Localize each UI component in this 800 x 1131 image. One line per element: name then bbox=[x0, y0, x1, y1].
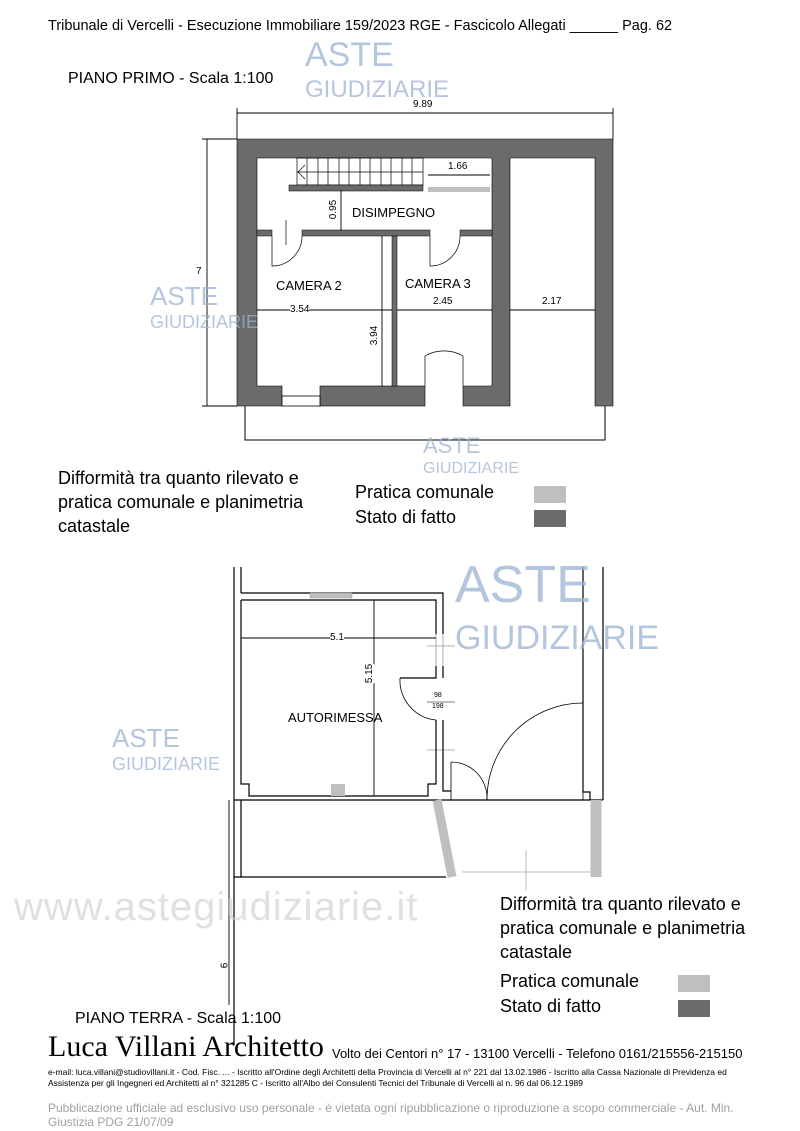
room-label-camera-2: CAMERA 2 bbox=[276, 278, 342, 293]
dim-landing: 1.66 bbox=[448, 161, 468, 172]
dim-side: 6 bbox=[219, 962, 231, 969]
discrepancy-note-ground: Difformità tra quanto rilevato e pratica… bbox=[500, 894, 746, 962]
legend-swatch-stato bbox=[678, 1000, 710, 1017]
legend-swatch-pratica bbox=[678, 975, 710, 992]
architect-signature: Luca Villani Architetto bbox=[48, 1030, 324, 1063]
door-height: 198 bbox=[432, 703, 444, 710]
dim-corridor: 0.95 bbox=[328, 199, 340, 220]
first-floor-plan bbox=[202, 108, 614, 441]
publication-notice: Pubblicazione ufficiale ad esclusivo uso… bbox=[48, 1101, 734, 1129]
dim-total-depth: 7 bbox=[196, 266, 202, 277]
dim-camera2-width: 3.54 bbox=[290, 304, 310, 315]
room-label-autorimessa: AUTORIMESSA bbox=[288, 710, 383, 725]
legend-label-stato: Stato di fatto bbox=[500, 996, 602, 1016]
dim-total-width: 9.89 bbox=[413, 99, 433, 110]
ground-floor-title: PIANO TERRA - Scala 1:100 bbox=[75, 1010, 282, 1027]
watermark-site: www.astegiudiziarie.it bbox=[14, 885, 419, 929]
room-label-disimpegno: DISIMPEGNO bbox=[352, 205, 436, 220]
legend-label-pratica: Pratica comunale bbox=[355, 482, 495, 502]
dim-garage-depth: 5.15 bbox=[364, 663, 376, 684]
architect-address: Volto dei Centori n° 17 - 13100 Vercelli… bbox=[332, 1046, 743, 1061]
page-header: Tribunale di Vercelli - Esecuzione Immob… bbox=[48, 18, 673, 34]
discrepancy-note-first: Difformità tra quanto rilevato e pratica… bbox=[58, 468, 304, 536]
legend-label-pratica: Pratica comunale bbox=[500, 971, 640, 991]
dim-camera3-width: 2.45 bbox=[433, 296, 453, 307]
legend-swatch-pratica bbox=[534, 486, 566, 503]
room-label-camera-3: CAMERA 3 bbox=[405, 276, 471, 291]
first-floor-title: PIANO PRIMO - Scala 1:100 bbox=[68, 70, 274, 87]
legend-label-stato: Stato di fatto bbox=[355, 507, 457, 527]
dim-camera-depth: 3.94 bbox=[369, 325, 381, 346]
ground-floor-plan bbox=[228, 567, 604, 1045]
architect-details: e-mail: luca.villani@studiovillani.it - … bbox=[48, 1067, 727, 1088]
door-width: 98 bbox=[434, 692, 442, 699]
legend-swatch-stato bbox=[534, 510, 566, 527]
dim-garage-width: 5.1 bbox=[330, 632, 344, 643]
dim-right-room-width: 2.17 bbox=[542, 296, 562, 307]
